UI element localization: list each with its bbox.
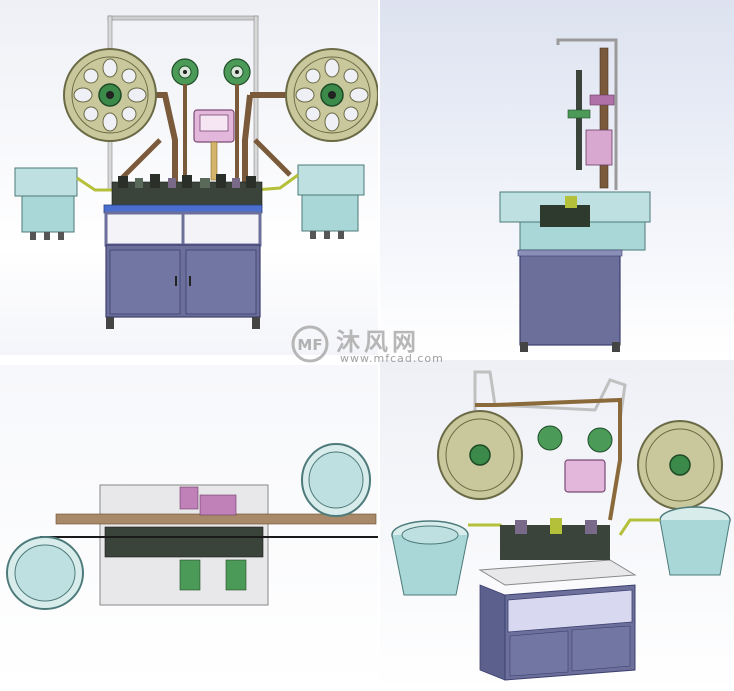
iso-small-reel-left (537, 425, 563, 451)
arm-brace-left (118, 138, 162, 182)
hmi-top (179, 486, 199, 510)
feeder-bowl-top-view-left (6, 536, 84, 610)
cabinet-door-right (185, 249, 257, 315)
isometric-view (380, 360, 734, 691)
frame-post-right (253, 15, 259, 192)
door-handle-right (189, 276, 191, 286)
reel-right (285, 48, 378, 142)
feed-rail-left (76, 176, 120, 192)
iso-door-right (571, 625, 631, 672)
iso-reel-right (637, 420, 723, 510)
module-a (179, 559, 201, 591)
small-reel-post-left (183, 84, 187, 184)
cabinet-door-left (109, 249, 181, 315)
hmi-side (585, 129, 613, 166)
iso-frame (473, 370, 627, 430)
arm-brace-right (253, 138, 292, 177)
small-reel-left (171, 58, 199, 86)
tooling-row (111, 174, 263, 207)
module-b (225, 559, 247, 591)
top-view (0, 365, 378, 691)
watermark-text: 沐风网 (336, 328, 420, 356)
frame-hook (556, 38, 618, 190)
iso-hmi (564, 459, 606, 493)
watermark: MF 沐风网 www.mfcad.com (288, 322, 458, 370)
top-view-drawing (6, 443, 378, 610)
motor (589, 94, 615, 106)
hmi-display (199, 114, 229, 132)
top-frame-bar (107, 15, 259, 21)
side-table-top (517, 249, 623, 257)
foot-left (106, 317, 114, 329)
watermark-url: www.mfcad.com (340, 352, 444, 365)
front-view (0, 0, 378, 355)
side-cabinet (519, 254, 621, 346)
side-foot-right (612, 342, 620, 352)
hmi-stand (210, 141, 218, 181)
reel-edge (576, 70, 582, 170)
feed-rail-right (254, 173, 299, 192)
iso-feeder-bowl-left (391, 520, 469, 596)
motor-top (199, 494, 237, 516)
side-tooling (540, 196, 590, 227)
feeder-bowl-right (297, 164, 365, 239)
iso-small-reel-right (587, 427, 613, 453)
iso-door-left (509, 630, 569, 677)
front-view-drawing (14, 15, 378, 329)
feeder-bowl-left (14, 167, 78, 240)
reel-hub (567, 109, 591, 119)
side-foot-left (520, 342, 528, 352)
iso-cabinet-side (479, 584, 506, 681)
small-reel-right (223, 58, 251, 86)
reel-left (63, 48, 157, 142)
foot-right (252, 317, 260, 329)
iso-feeder-bowl-right (659, 506, 731, 576)
svg-text:MF: MF (297, 336, 322, 354)
isometric-view-drawing (391, 370, 731, 681)
small-reel-post-right (235, 84, 239, 184)
iso-table-top (478, 559, 637, 586)
frame-post (599, 47, 609, 189)
feeder-bowl-top-view-right (301, 443, 371, 517)
iso-reel-left (437, 410, 523, 500)
watermark-logo-icon: MF (291, 325, 329, 363)
iso-cabinet-open (507, 589, 633, 633)
iso-arm (475, 397, 622, 521)
iso-tooling (500, 518, 610, 560)
side-view-drawing (499, 38, 651, 352)
top-tooling (104, 526, 264, 558)
door-handle-left (175, 276, 177, 286)
side-view (380, 0, 734, 355)
